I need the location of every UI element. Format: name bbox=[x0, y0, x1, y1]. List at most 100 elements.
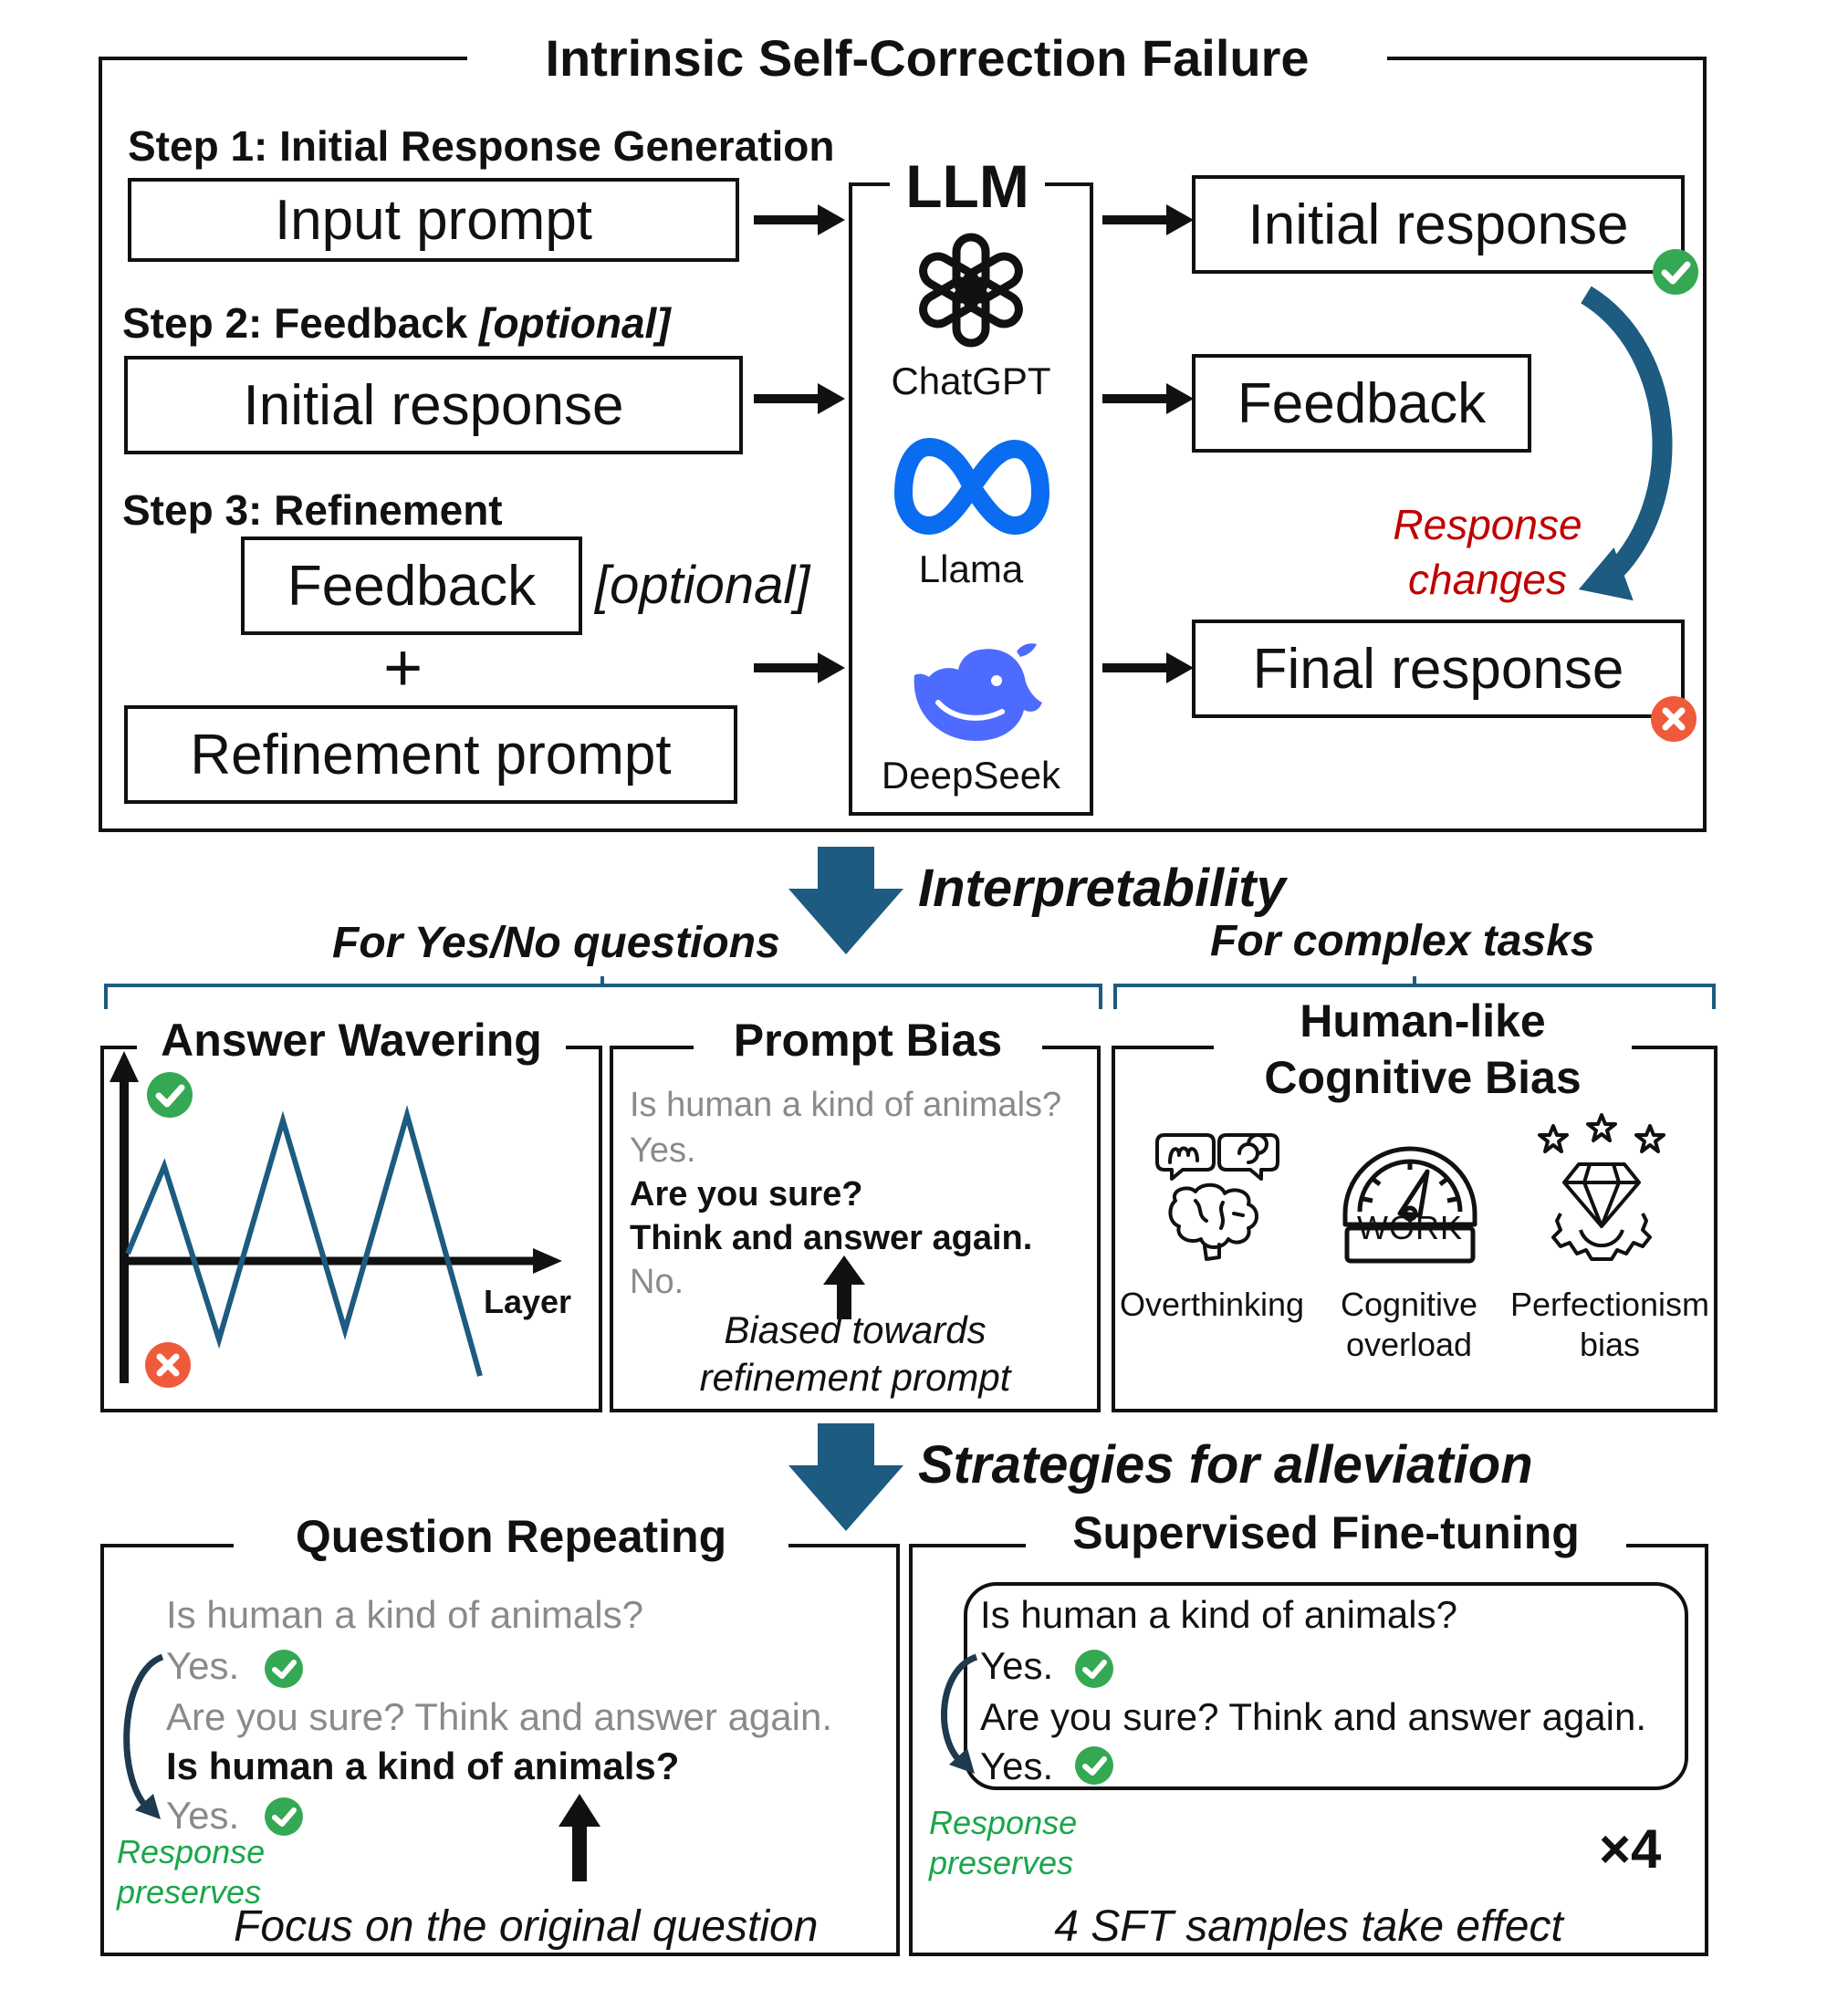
qr-up-arrow-icon bbox=[559, 1794, 600, 1881]
sft-title: Supervised Fine-tuning bbox=[1026, 1505, 1626, 1560]
qr-preserve-label: Response preserves bbox=[117, 1832, 265, 1912]
qr-answer-2-text: Yes. bbox=[166, 1794, 240, 1837]
complex-brace bbox=[1113, 976, 1716, 1009]
step1-label: Step 1: Initial Response Generation bbox=[128, 122, 835, 170]
cog-item-1: Overthinking bbox=[1113, 1285, 1310, 1325]
deepseek-label: DeepSeek bbox=[881, 754, 1061, 797]
step2-text: Step 2: Feedback bbox=[122, 299, 480, 347]
pb-note: Biased towards refinement prompt bbox=[610, 1307, 1101, 1401]
input-prompt-box: Input prompt bbox=[128, 178, 739, 262]
sft-times-four: ×4 bbox=[1599, 1818, 1662, 1880]
sft-check-icon-1 bbox=[1073, 1648, 1115, 1690]
input-prompt-text: Input prompt bbox=[274, 188, 593, 252]
cognitive-overload-gauge-icon bbox=[1342, 1146, 1477, 1264]
cog-item-3-line1: Perfectionism bbox=[1509, 1286, 1710, 1323]
qr-answer-1-text: Yes. bbox=[166, 1644, 240, 1687]
feedback-output-box: Feedback bbox=[1192, 354, 1531, 453]
qr-repeated-question: Is human a kind of animals? bbox=[166, 1745, 680, 1787]
initial-response-output-box: Initial response bbox=[1192, 175, 1685, 274]
cognitive-title-line1: Human-like bbox=[1300, 995, 1546, 1047]
cog-item-1-line1: Overthinking bbox=[1119, 1286, 1305, 1323]
work-label: WORK bbox=[1357, 1209, 1463, 1246]
yesno-brace bbox=[104, 976, 1102, 1009]
cognitive-bias-title: Human-like Cognitive Bias bbox=[1214, 993, 1632, 1106]
refinement-prompt-box: Refinement prompt bbox=[124, 705, 737, 804]
cog-item-3-line2: bias bbox=[1579, 1326, 1641, 1363]
qr-check-icon-1 bbox=[263, 1648, 305, 1690]
perfectionism-diamond-icon bbox=[1538, 1113, 1665, 1261]
response-changes-line1: Response bbox=[1393, 501, 1582, 548]
feedback-input-box: Feedback bbox=[241, 536, 582, 635]
sft-preserve-line2: preserves bbox=[929, 1844, 1074, 1881]
sft-curved-arrow bbox=[941, 1653, 978, 1774]
pb-answer-no: No. bbox=[630, 1263, 684, 1301]
sft-answer-1: Yes. bbox=[980, 1644, 1053, 1688]
sft-answer-2: Yes. bbox=[980, 1745, 1053, 1788]
initial-response-output-text: Initial response bbox=[1248, 193, 1629, 256]
pb-answer-yes: Yes. bbox=[630, 1131, 696, 1170]
sft-question: Is human a kind of animals? bbox=[980, 1593, 1457, 1636]
cog-item-3: Perfectionism bias bbox=[1504, 1285, 1716, 1365]
overthinking-brain-icon bbox=[1155, 1133, 1279, 1261]
cog-item-2-line2: overload bbox=[1345, 1326, 1473, 1363]
qr-focus-note: Focus on the original question bbox=[234, 1902, 819, 1951]
sft-example-box bbox=[964, 1582, 1688, 1790]
deepseek-icon bbox=[914, 643, 1042, 741]
initial-response-input-text: Initial response bbox=[243, 373, 624, 437]
sft-answer-2-text: Yes. bbox=[980, 1745, 1054, 1787]
qr-check-icon-2 bbox=[263, 1796, 305, 1838]
pb-note-line1: Biased towards bbox=[724, 1308, 987, 1351]
qr-question: Is human a kind of animals? bbox=[166, 1593, 643, 1636]
feedback-output-text: Feedback bbox=[1237, 371, 1487, 435]
final-response-box: Final response bbox=[1192, 620, 1685, 718]
initial-response-input-box: Initial response bbox=[124, 356, 743, 454]
down-arrow-icon bbox=[788, 847, 903, 954]
top-title: Intrinsic Self-Correction Failure bbox=[467, 31, 1387, 86]
qr-curved-arrow bbox=[123, 1653, 164, 1819]
sft-refine-prompt: Are you sure? Think and answer again. bbox=[980, 1695, 1646, 1738]
cog-item-2: Cognitive overload bbox=[1310, 1285, 1508, 1365]
sft-note: 4 SFT samples take effect bbox=[1054, 1902, 1563, 1951]
response-change-arrow bbox=[1578, 286, 1673, 601]
final-response-text: Final response bbox=[1252, 637, 1624, 701]
answer-wavering-title: Answer Wavering bbox=[137, 1013, 566, 1068]
plus-sign: + bbox=[383, 630, 423, 705]
qr-refine-prompt: Are you sure? Think and answer again. bbox=[166, 1695, 832, 1738]
qr-answer-1: Yes. bbox=[166, 1644, 239, 1688]
sft-check-icon-2 bbox=[1073, 1745, 1115, 1786]
cognitive-title-line2: Cognitive Bias bbox=[1264, 1052, 1582, 1103]
layer-axis-label: Layer bbox=[484, 1283, 572, 1320]
cog-item-2-line1: Cognitive bbox=[1340, 1286, 1478, 1323]
pb-note-line2: refinement prompt bbox=[699, 1356, 1011, 1399]
wavering-chart bbox=[110, 1051, 562, 1412]
llama-label: Llama bbox=[918, 547, 1024, 590]
cross-circle-icon bbox=[1648, 693, 1699, 745]
down-arrow-icon-2 bbox=[788, 1423, 903, 1531]
step2-label: Step 2: Feedback [optional] bbox=[122, 298, 671, 348]
complex-label: For complex tasks bbox=[1210, 917, 1595, 965]
optional-label: [optional] bbox=[595, 556, 810, 615]
feedback-input-text: Feedback bbox=[287, 554, 537, 618]
step2-optional: [optional] bbox=[479, 299, 671, 347]
response-changes-line2: changes bbox=[1408, 556, 1567, 603]
qr-answer-2: Yes. bbox=[166, 1794, 239, 1838]
pb-are-you-sure: Are you sure? bbox=[630, 1175, 863, 1214]
step3-label: Step 3: Refinement bbox=[122, 486, 503, 534]
qr-preserve-line2: preserves bbox=[117, 1873, 262, 1911]
refinement-prompt-text: Refinement prompt bbox=[190, 723, 672, 786]
sft-preserve-label: Response preserves bbox=[929, 1803, 1077, 1883]
meta-llama-icon bbox=[894, 438, 1049, 535]
sft-preserve-line1: Response bbox=[929, 1804, 1078, 1841]
sft-answer-1-text: Yes. bbox=[980, 1644, 1054, 1687]
prompt-bias-title: Prompt Bias bbox=[694, 1013, 1042, 1068]
up-arrow-icon bbox=[823, 1255, 865, 1319]
interpretability-label: Interpretability bbox=[918, 859, 1286, 918]
qr-preserve-line1: Response bbox=[117, 1833, 266, 1870]
chatgpt-icon bbox=[919, 233, 1023, 348]
llm-title: LLM bbox=[890, 153, 1045, 219]
question-repeating-title: Question Repeating bbox=[234, 1509, 788, 1564]
chatgpt-label: ChatGPT bbox=[891, 359, 1051, 402]
strategies-label: Strategies for alleviation bbox=[918, 1435, 1533, 1495]
pb-think-again: Think and answer again. bbox=[630, 1219, 1033, 1257]
response-changes-label: Response changes bbox=[1369, 497, 1606, 607]
